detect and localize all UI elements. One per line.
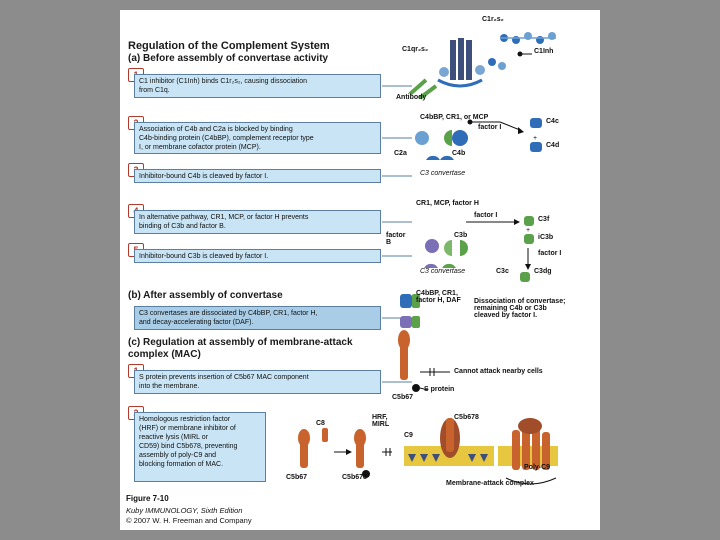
section-a-heading: (a) Before assembly of convertase activi… [128, 53, 329, 64]
footer-copyright: © 2007 W. H. Freeman and Company [126, 516, 252, 525]
label-c2a: C2a [394, 150, 407, 157]
label-c4bbp-cr1-fh-daf: C4bBP, CR1, factor H, DAF [416, 290, 461, 304]
step-a1-line: C1 inhibitor (C1Inh) binds C1r₂s₂, causi… [139, 78, 308, 85]
label-s-protein: S protein [424, 386, 455, 393]
step-b-box: C3 convertases are dissociated by C4bBP,… [134, 306, 381, 330]
label-c1inh: C1Inh [534, 48, 554, 55]
label-cannot-attack: Cannot attack nearby cells [454, 368, 543, 375]
convertase-dissociation [400, 294, 420, 328]
figure-title: Regulation of the Complement System [128, 40, 330, 52]
label-c1r2s2-top: C1r₂s₂ [482, 16, 504, 23]
label-c4b: C4b [452, 150, 466, 157]
label-factor-b-line: factor [386, 232, 406, 239]
step-a5-line: Inhibitor-bound C3b is cleaved by factor… [139, 253, 269, 260]
step-a2-line: C4b-binding protein (C4bBP), complement … [139, 135, 314, 142]
label-ic3b: iC3b [538, 234, 554, 241]
label-dissociation-line: remaining C4b or C3b [474, 305, 547, 312]
label-c5b67-2: C5b67 [286, 474, 308, 481]
label-c3-convertase-1: C3 convertase [420, 170, 466, 177]
section-c-heading-cont: complex (MAC) [128, 349, 201, 360]
label-c4c: C4c [546, 118, 559, 125]
c3b-factorb-diagram: + [424, 216, 534, 282]
label-hrf-mirl-line: MIRL [372, 421, 390, 428]
label-antibody: Antibody [396, 94, 427, 101]
label-cr1-mcp-factorh: CR1, MCP, factor H [416, 200, 479, 207]
step-a3-line: Inhibitor-bound C4b is cleaved by factor… [139, 173, 269, 180]
step-c2-line: CD59) bind C5b678, preventing [139, 443, 238, 450]
label-c4bbp-cr1-mcp: C4bBP, CR1, or MCP [420, 114, 489, 121]
footer-figure-number: Figure 7-10 [126, 494, 169, 503]
label-c5b678-2: C5b678 [454, 414, 479, 421]
label-dissociation: Dissociation of convertase; remaining C4… [474, 298, 565, 319]
mac-assembly-diagram [298, 418, 558, 485]
step-a2-line: I, or membrane cofactor protein (MCP). [139, 144, 261, 151]
svg-text:+: + [526, 227, 530, 234]
figure-page: Regulation of the Complement System (a) … [120, 10, 600, 530]
label-dissociation-line: cleaved by factor I. [474, 312, 538, 319]
step-b-line: and decay-accelerating factor (DAF). [139, 319, 254, 326]
footer-book-title: Kuby IMMUNOLOGY, Sixth Edition [126, 506, 243, 515]
label-factor-b: factor B [386, 232, 405, 246]
label-dissociation-line: Dissociation of convertase; [474, 298, 566, 305]
label-c3dg: C3dg [534, 268, 552, 275]
c1-complex [408, 32, 556, 100]
step-a4-line: binding of C3b and factor B. [139, 223, 226, 230]
svg-text:+: + [533, 135, 537, 142]
label-regulators-line: factor H, DAF [416, 297, 461, 304]
step-a4-box: In alternative pathway, CR1, MCP, or fac… [134, 210, 381, 234]
step-a1-line: from C1q. [139, 87, 170, 94]
section-b-heading: (b) After assembly of convertase [128, 290, 283, 301]
label-c9: C9 [404, 432, 413, 439]
step-c2-line: Homologous restriction factor [139, 416, 231, 423]
label-poly-c9: Poly-C9 [524, 464, 551, 471]
s-protein-diagram [398, 330, 450, 392]
step-c1-line: S protein prevents insertion of C5b67 MA… [139, 374, 309, 381]
diagram-artwork: + + [298, 32, 558, 485]
step-a4-line: In alternative pathway, CR1, MCP, or fac… [139, 214, 309, 221]
label-factor-b-line: B [386, 239, 392, 246]
step-a2-box: Association of C4b and C2a is blocked by… [134, 122, 381, 154]
label-c3f: C3f [538, 216, 550, 223]
label-c8: C8 [316, 420, 325, 427]
section-c-heading: (c) Regulation at assembly of membrane-a… [128, 337, 353, 348]
label-c3b: C3b [454, 232, 468, 239]
label-factor-i-1: factor I [478, 124, 502, 131]
label-mac: Membrane-attack complex [446, 480, 534, 487]
label-c5b67-1: C5b67 [392, 394, 414, 401]
step-a5-box: Inhibitor-bound C3b is cleaved by factor… [134, 249, 381, 263]
label-factor-i-2: factor I [474, 212, 498, 219]
step-c2-line: (HRF) or membrane inhibitor of [139, 425, 236, 432]
step-b-line: C3 convertases are dissociated by C4bBP,… [139, 310, 318, 317]
step-c2-line: assembly of poly-C9 and [139, 452, 217, 459]
step-c2-line: reactive lysis (MIRL or [139, 434, 208, 441]
c4b-c2a-diagram: + [415, 118, 542, 160]
step-c2-line: blocking formation of MAC. [139, 461, 224, 468]
label-hrf-mirl: HRF, MIRL [372, 414, 389, 428]
step-c2-box: Homologous restriction factor (HRF) or m… [134, 412, 266, 482]
step-c1-box: S protein prevents insertion of C5b67 MA… [134, 370, 381, 394]
label-c3-convertase-2: C3 convertase [420, 268, 466, 275]
label-c3c: C3c [496, 268, 509, 275]
label-regulators-line: C4bBP, CR1, [416, 290, 458, 297]
step-c1-line: into the membrane. [139, 383, 200, 390]
label-hrf-mirl-line: HRF, [372, 414, 388, 421]
label-c1qr2s2: C1qr₂s₂ [402, 46, 429, 53]
step-a2-line: Association of C4b and C2a is blocked by… [139, 126, 293, 133]
step-a1-box: C1 inhibitor (C1Inh) binds C1r₂s₂, causi… [134, 74, 381, 98]
label-c4d: C4d [546, 142, 560, 149]
label-factor-i-3: factor I [538, 250, 562, 257]
label-c5b678-1: C5b678 [342, 474, 367, 481]
step-a3-box: Inhibitor-bound C4b is cleaved by factor… [134, 169, 381, 183]
